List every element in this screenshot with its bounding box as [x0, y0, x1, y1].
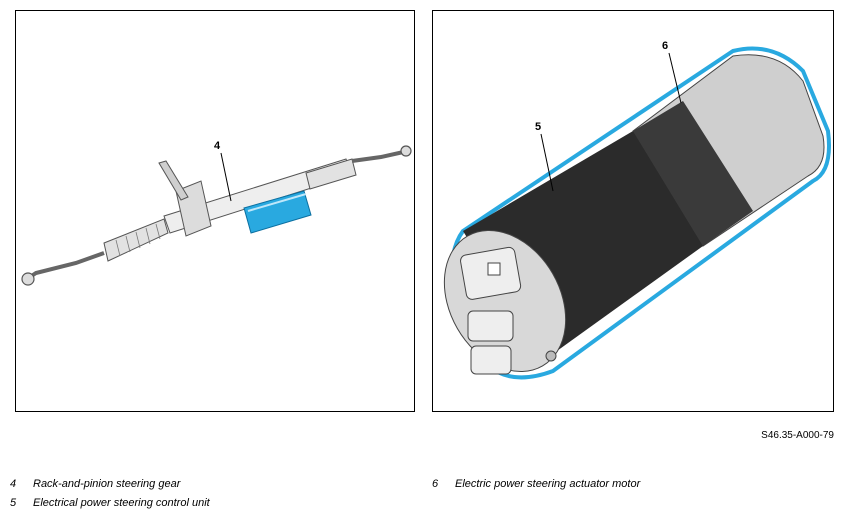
callout-4-leader [220, 152, 232, 202]
callout-6-leader [668, 52, 682, 104]
left-ball-joint [21, 272, 35, 286]
legend-item: 6 Electric power steering actuator motor [432, 478, 832, 497]
right-tie-rod [351, 149, 409, 163]
motor-highlight [243, 190, 312, 234]
callout-6: 6 [662, 40, 668, 52]
input-shaft [158, 160, 189, 201]
callout-4: 4 [214, 140, 221, 152]
legend-text: Rack-and-pinion steering gear [33, 478, 181, 490]
right-ball-joint [400, 145, 412, 157]
connector-lower [470, 345, 512, 375]
legend-left: 4 Rack-and-pinion steering gear 5 Electr… [10, 478, 410, 516]
mount-hole [545, 350, 557, 362]
legend-number: 6 [432, 478, 439, 490]
legend-item: 5 Electrical power steering control unit [10, 497, 410, 516]
legend-text: Electric power steering actuator motor [455, 478, 641, 490]
callout-5: 5 [535, 121, 541, 133]
left-tie-rod [22, 251, 105, 283]
steering-gear-panel: 4 [15, 10, 415, 412]
legend-right: 6 Electric power steering actuator motor [432, 478, 832, 497]
actuator-motor-panel: 5 6 [432, 10, 834, 412]
legend-text: Electrical power steering control unit [33, 497, 210, 509]
right-bellows [305, 158, 357, 190]
steering-gear-illustration: 4 [21, 140, 412, 286]
legend-number: 5 [10, 497, 17, 509]
legend-number: 4 [10, 478, 17, 490]
connector-middle [467, 310, 514, 342]
legend-item: 4 Rack-and-pinion steering gear [10, 478, 410, 497]
left-bellows [103, 218, 169, 262]
actuator-motor-illustration: 5 6 [443, 40, 831, 380]
figure-id: S46.35-A000-79 [761, 430, 834, 441]
callout-5-leader [540, 133, 554, 192]
